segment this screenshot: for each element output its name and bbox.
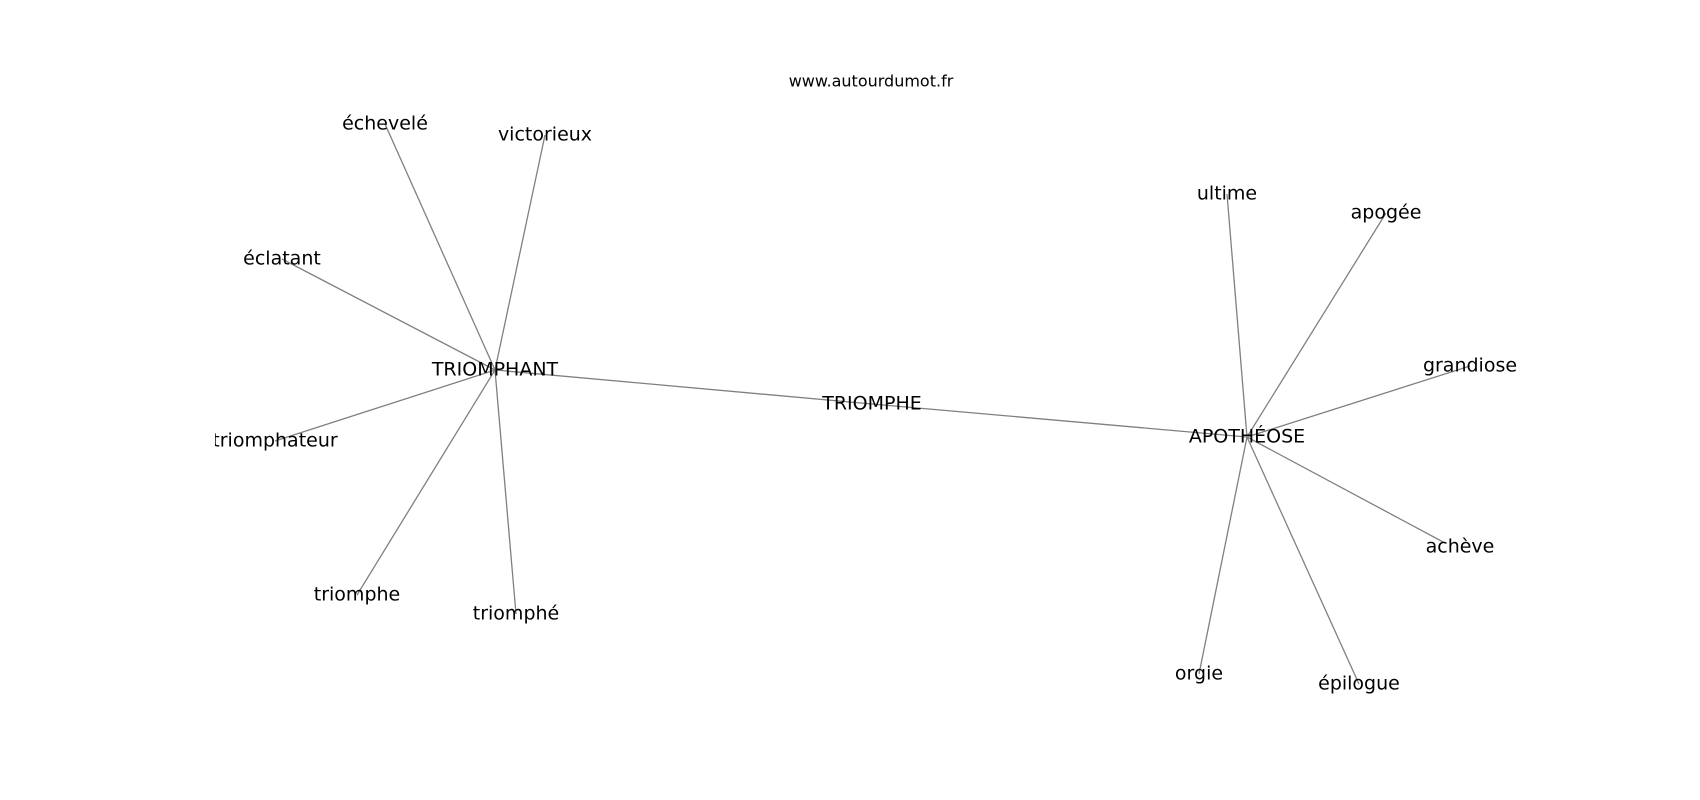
edge-apotheose-grandiose [1246,365,1471,438]
node-label-eclatant[interactable]: éclatant [243,248,321,270]
edge-triomphant-triomphe_low [356,369,496,596]
edge-triomphant-triomphe_acc [494,369,517,615]
edge-triomphant-triomphateur [274,369,496,442]
node-label-apogee[interactable]: apogée [1351,202,1422,224]
edge-apotheose-apogee [1246,212,1387,438]
edge-triomphe_center-apotheose [871,403,1248,438]
node-label-triomphant[interactable]: TRIOMPHANT [431,359,559,381]
node-label-echevele[interactable]: échevelé [342,113,428,135]
node-label-apotheose[interactable]: APOTHÉOSE [1189,425,1305,448]
edge-apotheose-epilogue [1246,436,1360,685]
site-watermark: www.autourdumot.fr [789,72,954,91]
edge-apotheose-orgie [1198,436,1248,675]
edge-apotheose-acheve [1246,436,1446,544]
node-label-acheve[interactable]: achève [1426,536,1495,558]
node-label-triomphateur[interactable]: triomphateur [212,430,338,452]
labels-layer: TRIOMPHE TRIOMPHANT APOTHÉOSE échevelé victo… [212,113,1517,695]
node-label-orgie[interactable]: orgie [1175,663,1223,685]
edge-triomphant-victorieux [494,134,546,371]
node-label-grandiose[interactable]: grandiose [1423,355,1517,377]
edge-triomphant-eclatant [281,258,496,371]
edge-triomphant-echevele [384,123,496,371]
edge-apotheose-ultime [1226,193,1248,438]
edge-triomphant-triomphe_center [494,369,873,405]
node-label-victorieux[interactable]: victorieux [498,124,592,146]
node-label-ultime[interactable]: ultime [1197,183,1257,205]
edges-layer [274,123,1471,685]
node-label-triomphe_acc[interactable]: triomphé [473,603,559,625]
node-label-epilogue[interactable]: épilogue [1318,673,1400,695]
node-label-triomphe_center[interactable]: TRIOMPHE [821,393,922,415]
node-label-triomphe_low[interactable]: triomphe [314,584,400,606]
